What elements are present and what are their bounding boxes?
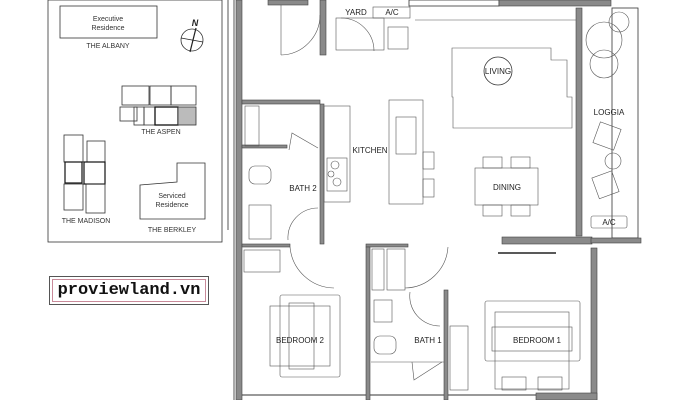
north-arrow-icon: N bbox=[180, 18, 204, 53]
dining-table bbox=[474, 167, 539, 206]
door-bath2-closet bbox=[288, 132, 319, 151]
aspen-label: THE ASPEN bbox=[141, 129, 180, 136]
toilet-bath1 bbox=[373, 335, 397, 355]
madison-building bbox=[63, 134, 106, 214]
room-label-yard: YARD bbox=[345, 8, 367, 17]
wardrobe-bedroom1 bbox=[449, 325, 469, 391]
berkley-label: THE BERKLEY bbox=[148, 227, 197, 234]
room-label-loggia: LOGGIA bbox=[594, 108, 625, 117]
albany-building bbox=[59, 5, 158, 39]
aspen-building bbox=[119, 85, 197, 126]
albany-subtitle-1: Executive bbox=[93, 16, 123, 23]
kitchen-island bbox=[388, 99, 424, 205]
berkley-subtitle-1: Serviced bbox=[158, 193, 185, 200]
room-label-bedroom2: BEDROOM 2 bbox=[276, 336, 325, 345]
room-label-bedroom1: BEDROOM 1 bbox=[513, 336, 562, 345]
albany-label: THE ALBANY bbox=[86, 43, 130, 50]
island-sink bbox=[395, 116, 417, 155]
key-plan: Executive Residence THE ALBANY N THE ASP… bbox=[47, 0, 235, 400]
room-label-ac-top: A/C bbox=[385, 8, 399, 17]
sofa bbox=[451, 47, 573, 129]
room-label-bath1: BATH 1 bbox=[414, 336, 442, 345]
sink-bath1 bbox=[373, 299, 393, 323]
north-label: N bbox=[192, 18, 199, 28]
sink-bath2 bbox=[248, 204, 272, 240]
wardrobe-bedroom2 bbox=[243, 249, 281, 273]
albany-subtitle-2: Residence bbox=[91, 25, 124, 32]
watermark-text: proviewland.vn bbox=[52, 279, 206, 302]
kitchen-counter bbox=[323, 105, 351, 203]
berkley-building bbox=[139, 162, 206, 220]
watermark-logo: proviewland.vn bbox=[49, 276, 209, 305]
berkley-subtitle-2: Residence bbox=[155, 202, 188, 209]
room-label-bath2: BATH 2 bbox=[289, 184, 317, 193]
shower-bath2 bbox=[244, 105, 260, 147]
apartment-plan: YARD A/C BATH 2 KITCHEN LIVING DINING bbox=[235, 0, 642, 400]
room-label-dining: DINING bbox=[493, 183, 521, 192]
room-label-ac-loggia: A/C bbox=[602, 218, 616, 227]
madison-label: THE MADISON bbox=[62, 218, 111, 225]
coffee-table bbox=[483, 56, 513, 86]
toilet-bath2 bbox=[248, 165, 272, 185]
room-label-kitchen: KITCHEN bbox=[352, 146, 387, 155]
cooktop-icon bbox=[326, 157, 348, 192]
room-label-living: LIVING bbox=[485, 67, 511, 76]
